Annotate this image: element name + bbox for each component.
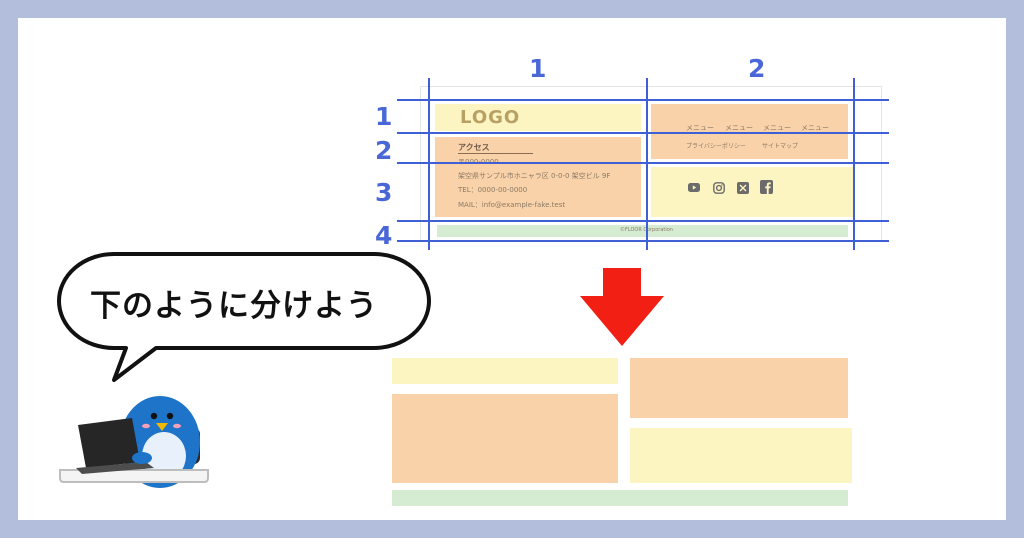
down-arrow-icon xyxy=(580,268,664,346)
youtube-icon xyxy=(687,181,700,194)
access-area: アクセス 〒000-0000 架空県サンプル市ホニャラ区 0-0-0 架空ビル … xyxy=(435,137,641,217)
menu-item: メニュー xyxy=(763,124,791,132)
instagram-icon xyxy=(712,181,725,194)
row-number: 4 xyxy=(375,221,393,250)
row-number: 1 xyxy=(375,102,393,131)
grid-line-horizontal xyxy=(397,99,889,101)
row-number: 2 xyxy=(375,136,393,165)
speech-bubble xyxy=(57,252,431,382)
copyright-area: ©FLOOR Corporation xyxy=(437,225,848,237)
menu-item: メニュー xyxy=(686,124,714,132)
grid-line-horizontal xyxy=(397,132,889,134)
grid-line-horizontal xyxy=(397,220,889,222)
tel-text: TEL：0000-00-0000 xyxy=(458,186,528,194)
row-number: 3 xyxy=(375,178,393,207)
grid-line-vertical xyxy=(853,78,855,250)
access-underline xyxy=(458,153,533,154)
grid-line-vertical xyxy=(646,78,648,250)
address-text: 架空県サンプル市ホニャラ区 0-0-0 架空ビル 9F xyxy=(458,172,611,180)
mail-text: MAIL：info@example-fake.test xyxy=(458,201,566,209)
result-access-block xyxy=(392,394,618,483)
penguin-laptop-illustration xyxy=(59,396,209,488)
grid-line-horizontal xyxy=(397,162,889,164)
menu-item: メニュー xyxy=(801,124,829,132)
menu-area: メニュー メニュー メニュー メニュー プライバシーポリシー サイトマップ xyxy=(651,104,848,159)
column-number: 2 xyxy=(748,54,766,83)
facebook-icon xyxy=(760,179,773,194)
result-menu-block xyxy=(630,358,848,418)
column-number: 1 xyxy=(529,54,547,83)
result-copyright-block xyxy=(392,490,848,506)
grid-line-vertical xyxy=(428,78,430,250)
logo-text: LOGO xyxy=(460,107,521,128)
sns-area xyxy=(651,167,853,217)
result-logo-block xyxy=(392,358,618,384)
logo-area: LOGO xyxy=(435,104,641,131)
access-title: アクセス xyxy=(458,143,490,152)
x-icon xyxy=(736,181,749,194)
menu-item: メニュー xyxy=(725,124,753,132)
speech-bubble-text: 下のように分けよう xyxy=(90,288,378,324)
grid-line-horizontal xyxy=(397,240,889,242)
laptop-icon xyxy=(78,418,140,468)
sitemap-link: サイトマップ xyxy=(762,143,799,150)
result-sns-block xyxy=(630,428,852,483)
privacy-policy-link: プライバシーポリシー xyxy=(686,143,746,150)
